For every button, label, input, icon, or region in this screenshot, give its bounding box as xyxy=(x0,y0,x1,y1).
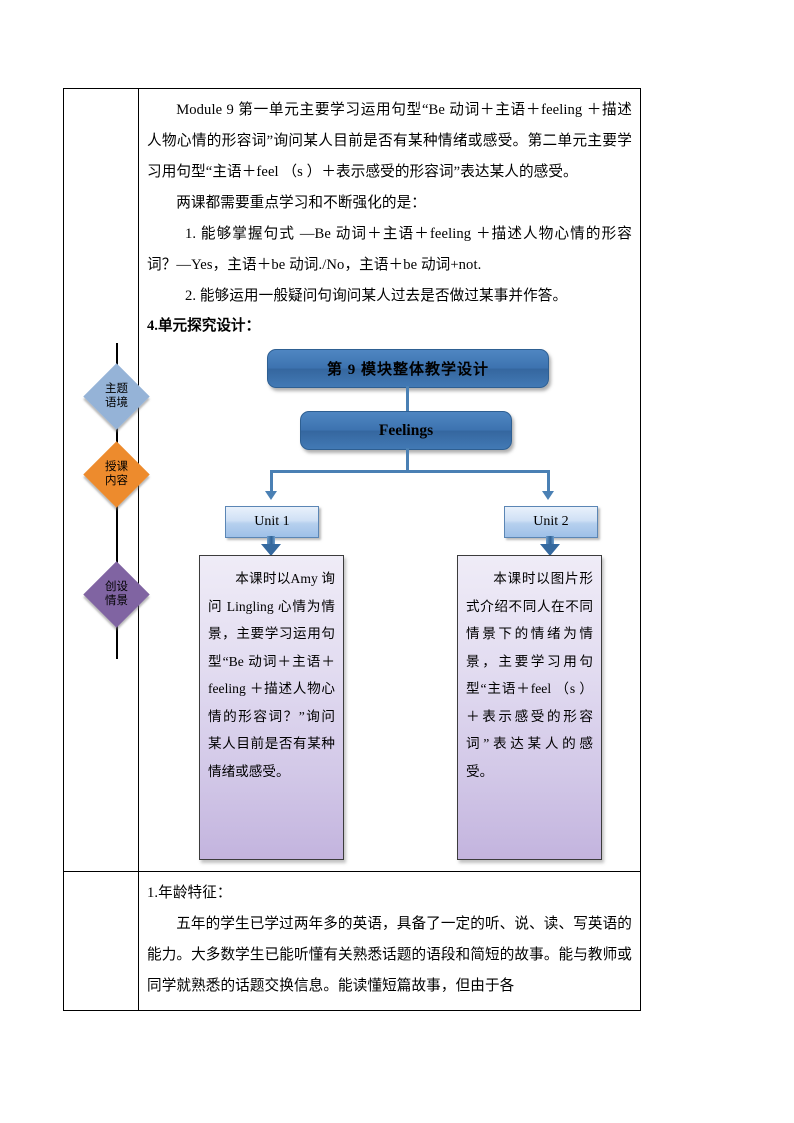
rail-diamond-content-line2: 内容 xyxy=(105,474,128,487)
diagram-description-unit2: 本课时以图片形式介绍不同人在不同情景下的情绪为情景，主要学习用句型“主语＋fee… xyxy=(457,555,602,860)
diagram-description-unit2-text: 本课时以图片形式介绍不同人在不同情景下的情绪为情景，主要学习用句型“主语＋fee… xyxy=(466,571,593,779)
paragraph-module-intro: Module 9 第一单元主要学习运用句型“Be 动词＋主语＋feeling ＋… xyxy=(147,102,632,180)
paragraph-focus-lead: 两课都需要重点学习和不断强化的是： xyxy=(176,195,426,211)
connector-unit2-to-desc xyxy=(546,536,554,546)
connector-split-bus xyxy=(270,470,550,473)
paragraph-age-heading: 1.年龄特征： xyxy=(147,885,232,901)
diagram-stage-rail: 主题 语境 授课 内容 创设 xyxy=(80,343,155,863)
rail-line-segment xyxy=(116,499,118,573)
table-cell-content: Module 9 第一单元主要学习运用句型“Be 动词＋主语＋feeling ＋… xyxy=(83,89,640,871)
table-row: 1.年龄特征： 五年的学生已学过两年多的英语，具备了一定的听、说、读、写英语的能… xyxy=(64,871,640,1010)
rail-diamond-theme-line2: 语境 xyxy=(105,396,128,409)
connector-unit1-to-desc xyxy=(267,536,275,546)
arrowhead-unit2-desc-icon xyxy=(540,544,560,556)
rail-diamond-scene-label: 创设 情景 xyxy=(93,571,140,618)
unit-design-diagram: 主题 语境 授课 内容 创设 xyxy=(83,343,632,863)
table-row: Module 9 第一单元主要学习运用句型“Be 动词＋主语＋feeling ＋… xyxy=(64,89,640,871)
rail-line-segment xyxy=(116,619,118,659)
diagram-node-unit2: Unit 2 xyxy=(504,506,598,538)
rail-diamond-scene-line1: 创设 xyxy=(105,581,128,593)
document-table: Module 9 第一单元主要学习运用句型“Be 动词＋主语＋feeling ＋… xyxy=(63,88,641,1011)
rail-diamond-scene: 创设 情景 xyxy=(83,561,150,628)
rail-diamond-content-label: 授课 内容 xyxy=(93,451,140,498)
connector-branch-left xyxy=(270,470,273,491)
diagram-description-unit1-text: 本课时以Amy 询问 Lingling 心情为情景，主要学习运用句型“Be 动词… xyxy=(208,571,335,779)
connector-branch-right xyxy=(547,470,550,491)
paragraph-focus-item-2: 2. 能够运用一般疑问句询问某人过去是否做过某事并作答。 xyxy=(184,288,568,304)
paragraph-focus-item-1: 1. 能够掌握句式 —Be 动词＋主语＋feeling ＋描述人物心情的形容词？… xyxy=(147,226,632,273)
rail-diamond-scene-line2: 情景 xyxy=(105,594,128,607)
diagram-node-module-title: 第 9 模块整体教学设计 xyxy=(267,349,549,388)
table-cell-left-label xyxy=(64,872,139,1010)
arrowhead-to-unit2-icon xyxy=(542,491,554,500)
arrowhead-to-unit1-icon xyxy=(265,491,277,500)
arrowhead-unit1-desc-icon xyxy=(261,544,281,556)
rail-diamond-theme: 主题 语境 xyxy=(83,363,150,430)
paragraph-age-body: 五年的学生已学过两年多的英语，具备了一定的听、说、读、写英语的能力。大多数学生已… xyxy=(147,916,632,994)
table-cell-content: 1.年龄特征： 五年的学生已学过两年多的英语，具备了一定的听、说、读、写英语的能… xyxy=(139,872,640,1010)
rail-diamond-content: 授课 内容 xyxy=(83,441,150,508)
diagram-node-feelings: Feelings xyxy=(300,411,512,450)
connector-module-to-feelings xyxy=(406,386,409,411)
diagram-node-unit1: Unit 1 xyxy=(225,506,319,538)
rail-diamond-theme-label: 主题 语境 xyxy=(93,373,140,420)
rail-diamond-theme-line1: 主题 xyxy=(105,383,128,395)
diagram-description-unit1: 本课时以Amy 询问 Lingling 心情为情景，主要学习运用句型“Be 动词… xyxy=(199,555,344,860)
rail-line-segment xyxy=(116,343,118,375)
rail-diamond-content-line1: 授课 xyxy=(105,461,128,473)
connector-feelings-stem xyxy=(406,448,409,470)
rail-line-segment xyxy=(116,421,118,453)
section-heading-unit-design: 4.单元探究设计： xyxy=(147,318,261,334)
